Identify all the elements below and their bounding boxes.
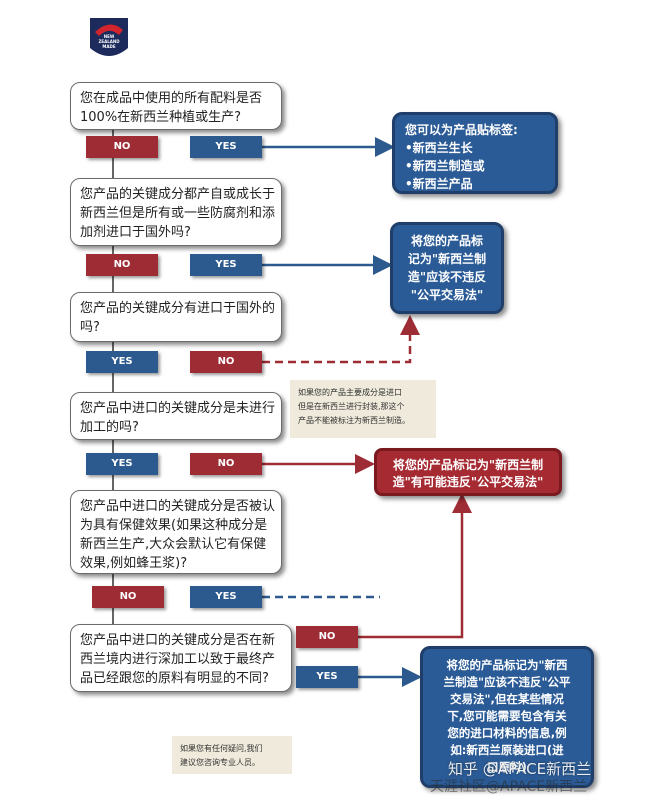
question-5-line-2: 为具有保健效果(如果这种成分是 [80,518,268,533]
question-2: 您产品的关键成分都产自或成长于 新西兰但是所有或一些防腐剂和添 加剂进口于国外吗… [70,178,282,246]
outcome-final-line-7: 口原料) [487,760,527,774]
outcome-violate-line-1: 将您的产品标记为"新西兰制 [392,458,544,472]
question-6-line-1: 您产品中进口的关键成分是否在新 [80,633,276,648]
question-2-line-3: 加剂进口于国外吗? [80,225,191,240]
outcome-labels-item-1: •新西兰生长 [405,141,473,155]
outcome-ok-box: 将您的产品标 记为"新西兰制 造"应该不违反 "公平交易法" [390,222,504,314]
outcome-violate-box: 将您的产品标记为"新西兰制 造"有可能违反"公平交易法" [374,448,562,496]
outcome-ok-line-2: 记为"新西兰制 [407,252,487,266]
no-arrow-6 [342,493,472,639]
outcome-final-line-2: 兰制造"应该不违反"公平 [443,675,571,689]
yes-button-3[interactable]: YES [86,351,158,373]
note-unprocessed-line-3: 产品不能被标注为新西兰制造。 [298,416,410,425]
yes-button-6[interactable]: YES [296,666,358,688]
question-6-line-3: 品已经跟您的原料有明显的不同? [80,671,269,686]
no-dashed-arrow-3 [262,315,420,364]
outcome-final-line-6: 如:新西兰原装进口(进 [450,743,564,757]
note-contact-line-1: 如果您有任何疑问,我们 [180,744,263,753]
question-4-line-2: 加工的吗? [80,420,139,435]
watermark-zhihu: 知乎 @APACE新西兰 [448,760,592,778]
question-4: 您产品中进口的关键成分是未进行 加工的吗? [70,392,282,440]
question-3-line-1: 您产品的关键成分有进口于国外的 [80,301,276,316]
logo-text-3: MADE [102,44,116,49]
outcome-final-line-5: 您的进口材料的信息,例 [447,726,567,740]
no-button-6[interactable]: NO [296,626,358,648]
yes-button-1[interactable]: YES [190,136,262,158]
note-unprocessed: 如果您的产品主要成分是进口 但是在新西兰进行封装,那这个 产品不能被标注为新西兰… [290,380,436,438]
kiwi-flag-icon [90,18,128,56]
yes-button-5[interactable]: YES [190,586,262,608]
outcome-labels-title: 您可以为产品贴标签: [405,123,518,137]
outcome-violate-line-2: 造"有可能违反"公平交易法" [392,475,544,489]
question-3: 您产品的关键成分有进口于国外的 吗? [70,292,282,342]
logo-text-2: ZEALAND [98,39,120,44]
question-1-line-1: 您在成品中使用的所有配料是否 [80,91,263,106]
outcome-final-box: 将您的产品标记为"新西 兰制造"应该不违反"公平 交易法",但在某些情况 下,您… [420,646,594,788]
outcome-labels-item-3: •新西兰产品 [405,177,473,191]
outcome-labels-box: 您可以为产品贴标签: •新西兰生长 •新西兰制造或 •新西兰产品 [392,112,558,194]
note-contact: 如果您有任何疑问,我们 建议您咨询专业人员。 [172,736,292,774]
yes-button-2[interactable]: YES [190,254,262,276]
outcome-final-line-1: 将您的产品标记为"新西 [446,658,568,672]
question-6-line-2: 西兰境内进行深加工以致于最终产 [80,652,276,667]
logo-text-1: NEW [103,34,115,39]
note-unprocessed-line-2: 但是在新西兰进行封装,那这个 [298,402,405,411]
outcome-ok-line-4: "公平交易法" [410,288,484,302]
no-button-5[interactable]: NO [92,586,164,608]
question-5-line-4: 效果,例如蜂王浆)? [80,556,188,571]
no-button-3[interactable]: NO [190,351,262,373]
no-button-2[interactable]: NO [86,254,158,276]
new-zealand-made-logo: NEW ZEALAND MADE [86,14,132,64]
question-4-line-1: 您产品中进口的关键成分是未进行 [80,401,276,416]
no-button-4[interactable]: NO [190,453,262,475]
question-1-line-2: 100%在新西兰种植或生产? [80,110,242,125]
note-unprocessed-line-1: 如果您的产品主要成分是进口 [298,388,402,397]
outcome-final-line-4: 下,您可能需要包含有关 [447,709,567,723]
note-contact-line-2: 建议您咨询专业人员。 [180,758,260,767]
question-5-line-1: 您产品中进口的关键成分是否被认 [80,499,276,514]
question-2-line-2: 新西兰但是所有或一些防腐剂和添 [80,206,276,221]
question-6: 您产品中进口的关键成分是否在新 西兰境内进行深加工以致于最终产 品已经跟您的原料… [70,624,292,692]
outcome-labels-item-2: •新西兰制造或 [405,159,485,173]
outcome-final-line-3: 交易法",但在某些情况 [450,692,564,706]
question-3-line-2: 吗? [80,320,100,335]
outcome-ok-line-3: 造"应该不违反 [407,270,487,284]
question-5-line-3: 新西兰生产,大众会默认它有保健 [80,537,267,552]
watermark-tianya: 天涯社区@APACE新西兰 [430,779,588,795]
outcome-ok-line-1: 将您的产品标 [410,234,483,248]
yes-button-4[interactable]: YES [86,453,158,475]
question-5: 您产品中进口的关键成分是否被认 为具有保健效果(如果这种成分是 新西兰生产,大众… [70,490,282,574]
no-button-1[interactable]: NO [86,136,158,158]
question-2-line-1: 您产品的关键成分都产自或成长于 [80,187,276,202]
question-1: 您在成品中使用的所有配料是否 100%在新西兰种植或生产? [70,82,282,130]
